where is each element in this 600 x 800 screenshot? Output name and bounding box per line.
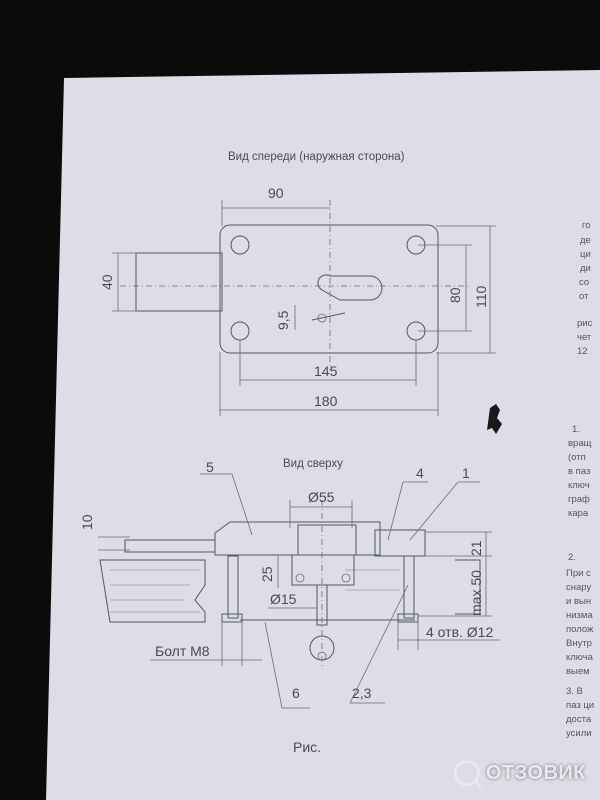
- svg-text:вращ: вращ: [568, 438, 592, 449]
- ink-blot: [487, 404, 502, 434]
- lock-plate: [219, 224, 439, 354]
- svg-text:ди: ди: [580, 263, 591, 274]
- svg-text:2.: 2.: [568, 552, 576, 563]
- bolt-m8-label: Болт М8: [155, 643, 210, 659]
- callout-2-3: 2,3: [352, 685, 372, 701]
- top-view-title: Вид сверху: [283, 458, 343, 470]
- svg-text:го: го: [582, 220, 591, 231]
- keyhole-icon: [317, 274, 383, 301]
- svg-text:ключ: ключ: [568, 480, 590, 491]
- dim-10: 10: [79, 514, 95, 530]
- callout-4: 4: [416, 465, 424, 481]
- top-view-drawing: 10 Ø55 25 Ø15 21 max 50 4 отв. Ø12 Болт …: [79, 459, 500, 709]
- strike-plate: [374, 529, 426, 557]
- svg-text:со: со: [579, 277, 589, 288]
- dim-d15: Ø15: [270, 591, 297, 607]
- svg-text:низма: низма: [566, 610, 593, 621]
- dim-110: 110: [473, 285, 489, 308]
- svg-text:граф: граф: [568, 494, 590, 505]
- front-view-title: Вид спереди (наружная сторона): [228, 151, 405, 163]
- svg-text:чет: чет: [577, 332, 592, 343]
- dim-max-50: max 50: [468, 570, 484, 616]
- svg-text:12: 12: [577, 346, 588, 357]
- dim-90: 90: [268, 185, 284, 201]
- svg-text:доста: доста: [566, 714, 592, 725]
- callout-5: 5: [206, 459, 214, 475]
- svg-text:кара: кара: [568, 508, 589, 519]
- figure-caption: Рис.: [293, 739, 321, 755]
- dim-80: 80: [447, 287, 463, 303]
- svg-text:выем: выем: [566, 666, 590, 677]
- dim-40: 40: [99, 274, 115, 290]
- svg-text:де: де: [580, 235, 591, 246]
- svg-text:ци: ци: [580, 249, 591, 260]
- svg-text:полож: полож: [566, 624, 594, 635]
- svg-text:При с: При с: [566, 568, 591, 579]
- callout-6: 6: [292, 685, 300, 701]
- dim-25: 25: [259, 566, 275, 582]
- svg-text:(отп: (отп: [568, 452, 586, 463]
- svg-text:снару: снару: [566, 582, 591, 593]
- svg-text:от: от: [579, 291, 589, 302]
- mounting-hole: [230, 235, 250, 255]
- svg-text:усили: усили: [566, 728, 592, 739]
- svg-text:и вын: и вын: [566, 596, 591, 607]
- bolt-body: [135, 252, 223, 312]
- svg-text:Внутр: Внутр: [566, 638, 592, 649]
- dim-4-holes: 4 отв. Ø12: [426, 624, 493, 640]
- front-view-drawing: 90 40 80 110 9,5 145 180: [99, 185, 496, 416]
- svg-text:ключа: ключа: [566, 652, 594, 663]
- svg-text:в паз: в паз: [568, 466, 590, 477]
- svg-text:3. В: 3. В: [566, 686, 583, 697]
- callout-1: 1: [462, 465, 470, 481]
- svg-text:1.: 1.: [572, 424, 580, 435]
- magnifier-icon: [453, 760, 480, 786]
- lock-body: [214, 521, 381, 556]
- dim-180: 180: [314, 393, 338, 409]
- paper-background: [46, 70, 600, 800]
- dim-d55: Ø55: [308, 489, 335, 505]
- dim-21: 21: [468, 540, 484, 556]
- watermark-text: ОТЗОВИК: [485, 761, 586, 784]
- dim-9-5: 9,5: [275, 310, 291, 330]
- svg-text:рис: рис: [577, 318, 593, 329]
- right-column-text: го де ци ди со от рис чет 12 1. вращ (от…: [566, 220, 594, 739]
- svg-text:паз ци: паз ци: [566, 700, 594, 711]
- watermark: ОТЗОВИК: [453, 760, 586, 786]
- dim-145: 145: [314, 363, 338, 379]
